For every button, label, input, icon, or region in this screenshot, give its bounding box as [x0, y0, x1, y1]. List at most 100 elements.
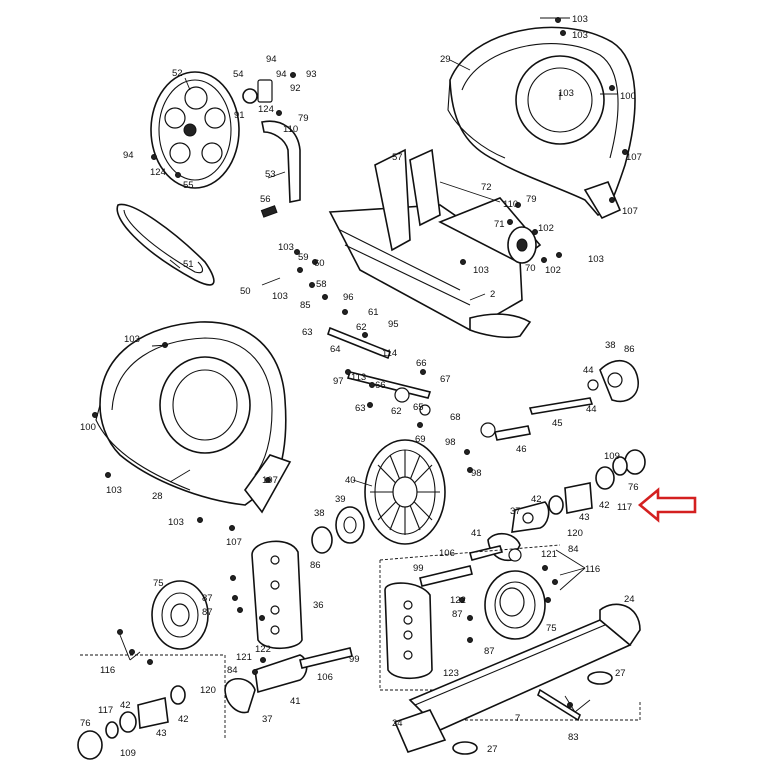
callout-36: 36 [313, 600, 324, 611]
callout-43: 43 [579, 512, 590, 523]
callout-102: 102 [538, 223, 554, 234]
callout-29: 29 [440, 54, 451, 65]
callout-87: 87 [484, 646, 495, 657]
callout-99: 99 [349, 654, 360, 665]
leader-lines [119, 17, 618, 713]
callout-28: 28 [152, 491, 163, 502]
callout-54: 54 [233, 69, 244, 80]
plate-36 [251, 540, 303, 650]
callout-7: 7 [515, 713, 520, 724]
callout-94: 94 [266, 54, 277, 65]
callout-117: 117 [98, 705, 113, 716]
callout-69: 69 [415, 434, 426, 445]
callout-60: 60 [314, 258, 325, 269]
callout-122: 122 [450, 595, 466, 606]
callout-86: 86 [624, 344, 635, 355]
callout-62: 62 [391, 406, 402, 417]
callout-124: 124 [150, 167, 166, 178]
callout-107: 107 [262, 475, 278, 486]
callout-107: 107 [626, 152, 642, 163]
callout-110: 110 [503, 199, 518, 210]
callout-106: 106 [439, 548, 455, 559]
callout-103: 103 [473, 265, 489, 276]
callout-120: 120 [200, 685, 216, 696]
callout-42: 42 [178, 714, 189, 725]
callout-51: 51 [183, 259, 194, 270]
callout-38: 38 [605, 340, 616, 351]
linkage-rods [327, 326, 432, 416]
callout-92: 92 [290, 83, 301, 94]
bearing-stack-left [77, 685, 186, 760]
drive-belt-51 [116, 203, 215, 286]
callout-66: 66 [375, 380, 386, 391]
callout-75: 75 [153, 578, 164, 589]
crank-arm-left [224, 647, 353, 714]
callout-87: 87 [452, 609, 463, 620]
callout-121: 121 [236, 652, 252, 663]
callout-71: 71 [494, 219, 505, 230]
callout-76: 76 [80, 718, 91, 729]
callout-79: 79 [526, 194, 537, 205]
callout-52: 52 [172, 68, 183, 79]
callout-27: 27 [615, 668, 626, 679]
callout-106: 106 [317, 672, 333, 683]
callout-65: 65 [413, 402, 424, 413]
callout-107: 107 [226, 537, 242, 548]
callout-41: 41 [471, 528, 482, 539]
callout-62: 62 [356, 322, 367, 333]
callout-95: 95 [388, 319, 399, 330]
callout-44: 44 [586, 404, 597, 415]
callout-37: 37 [262, 714, 273, 725]
callout-116: 116 [100, 665, 115, 676]
callout-121: 121 [541, 549, 557, 560]
drum-75-left [151, 580, 209, 650]
callout-50: 50 [240, 286, 251, 297]
callout-46: 46 [516, 444, 527, 455]
callout-56: 56 [260, 194, 271, 205]
callout-66: 66 [416, 358, 427, 369]
callout-103: 103 [588, 254, 604, 265]
callout-24: 24 [392, 718, 403, 729]
callout-120: 120 [567, 528, 583, 539]
callout-86: 86 [310, 560, 321, 571]
callout-63: 63 [355, 403, 366, 414]
callout-42: 42 [531, 494, 542, 505]
callout-103: 103 [572, 14, 588, 25]
callout-53: 53 [265, 169, 276, 180]
callout-43: 43 [156, 728, 167, 739]
callout-91: 91 [234, 110, 245, 121]
callout-59: 59 [298, 252, 309, 263]
callout-94: 94 [276, 69, 287, 80]
callout-117-highlighted: 117 [617, 502, 632, 513]
hub-70 [507, 226, 537, 264]
callout-103: 103 [168, 517, 184, 528]
callout-96: 96 [343, 292, 354, 303]
shroud-left-28 [95, 321, 292, 514]
callout-103: 103 [278, 242, 294, 253]
callout-55: 55 [183, 180, 194, 191]
callout-27: 27 [487, 744, 498, 755]
callout-103: 103 [558, 88, 574, 99]
callout-70: 70 [525, 263, 536, 274]
callout-labels: 103 103 29 103 100 107 107 52 54 94 93 9… [80, 14, 642, 759]
callout-124: 124 [258, 104, 274, 115]
plate-123 [384, 582, 433, 680]
callout-63: 63 [302, 327, 313, 338]
callout-100: 100 [80, 422, 96, 433]
callout-38: 38 [314, 508, 325, 519]
callout-87: 87 [202, 607, 213, 618]
callout-87: 87 [202, 593, 213, 604]
callout-84: 84 [568, 544, 579, 555]
callout-44: 44 [583, 365, 594, 376]
callout-103: 103 [272, 291, 288, 302]
callout-45: 45 [552, 418, 563, 429]
callout-67: 67 [440, 374, 451, 385]
callout-109: 109 [120, 748, 136, 759]
callout-40: 40 [345, 475, 356, 486]
callout-64: 64 [330, 344, 341, 355]
callout-42: 42 [120, 700, 131, 711]
callout-107: 107 [622, 206, 638, 217]
callout-41: 41 [290, 696, 301, 707]
highlight-arrow [637, 487, 697, 523]
